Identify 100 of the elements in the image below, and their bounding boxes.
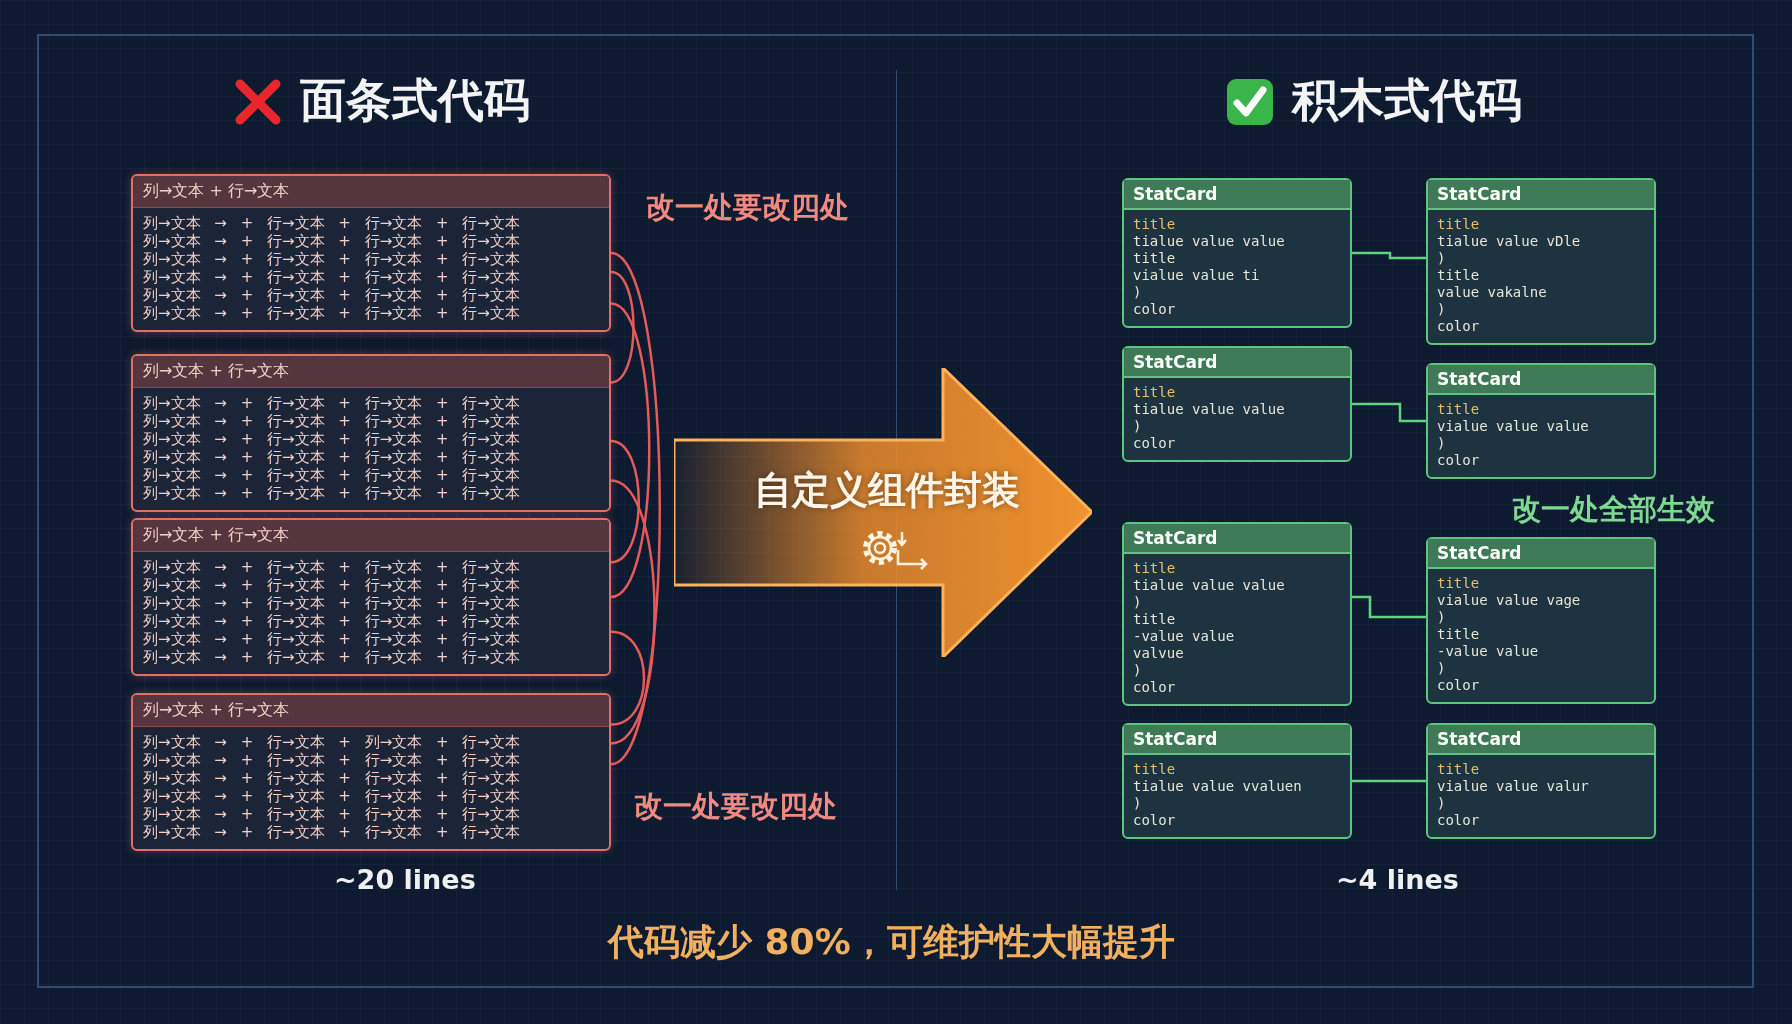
code-line: color	[1436, 452, 1481, 469]
code-line: 列→文本 → + 行→文本 + 行→文本 + 行→文本	[142, 484, 521, 502]
card-header: StatCard	[1124, 348, 1350, 378]
code-line: )	[1132, 662, 1143, 679]
code-line: vialue value valur	[1436, 778, 1590, 795]
code-block	[131, 174, 611, 332]
code-line: 列→文本 → + 行→文本 + 行→文本 + 行→文本	[142, 448, 521, 466]
component-card	[1426, 363, 1656, 479]
code-line: 列→文本 → + 行→文本 + 行→文本 + 行→文本	[142, 612, 521, 630]
code-line: 列→文本 → + 行→文本 + 行→文本 + 行→文本	[142, 304, 521, 322]
connector-line	[1352, 251, 1426, 260]
card-header: StatCard	[1124, 524, 1350, 554]
note-text: 改一处全部生效	[1512, 491, 1715, 528]
code-line: 列→文本 → + 行→文本 + 行→文本 + 行→文本	[142, 268, 521, 286]
component-card	[1122, 178, 1352, 328]
code-line: )	[1436, 660, 1447, 677]
code-line: color	[1132, 301, 1177, 318]
connector-line	[1352, 595, 1426, 619]
code-line: title	[1436, 216, 1481, 233]
code-line: -value value	[1132, 628, 1236, 645]
component-card	[1426, 723, 1656, 839]
card-header: StatCard	[1428, 180, 1654, 210]
code-line: )	[1436, 609, 1447, 626]
code-line: 列→文本 → + 行→文本 + 行→文本 + 行→文本	[142, 558, 521, 576]
code-line: )	[1436, 795, 1447, 812]
code-line: 列→文本 → + 行→文本 + 行→文本 + 行→文本	[142, 594, 521, 612]
code-block	[131, 518, 611, 676]
code-header: 列→文本 + 行→文本	[133, 695, 609, 727]
code-line: title	[1436, 267, 1481, 284]
code-line: 列→文本 → + 行→文本 + 行→文本 + 行→文本	[142, 648, 521, 666]
code-line: color	[1436, 812, 1481, 829]
code-line: color	[1132, 435, 1177, 452]
card-header: StatCard	[1124, 725, 1350, 755]
connector-line	[610, 251, 661, 766]
card-header: StatCard	[1428, 725, 1654, 755]
card-header: StatCard	[1124, 180, 1350, 210]
note-text: ~20 lines	[334, 864, 476, 895]
code-line: tialue value vvaluen	[1132, 778, 1303, 795]
code-line: 列→文本 → + 行→文本 + 行→文本 + 行→文本	[142, 576, 521, 594]
code-block	[131, 354, 611, 512]
code-line: value vakalne	[1436, 284, 1548, 301]
code-line: 列→文本 → + 行→文本 + 行→文本 + 行→文本	[142, 630, 521, 648]
code-line: 列→文本 → + 行→文本 + 行→文本 + 行→文本	[142, 250, 521, 268]
note-text: 代码减少 80%，可维护性大幅提升	[608, 920, 1175, 964]
section-heading: 面条式代码	[300, 72, 530, 129]
code-line: title	[1436, 761, 1481, 778]
code-line: 列→文本 → + 行→文本 + 行→文本 + 行→文本	[142, 214, 521, 232]
code-line: )	[1132, 284, 1143, 301]
code-line: title	[1132, 761, 1177, 778]
connector-line	[610, 479, 656, 745]
code-line: title	[1132, 216, 1177, 233]
code-line: vialue value vage	[1436, 592, 1582, 609]
code-line: 列→文本 → + 行→文本 + 行→文本 + 行→文本	[142, 769, 521, 787]
code-line: 列→文本 → + 行→文本 + 列→文本 + 行→文本	[142, 733, 521, 751]
code-line: 列→文本 → + 行→文本 + 行→文本 + 行→文本	[142, 787, 521, 805]
code-line: color	[1132, 812, 1177, 829]
code-line: 列→文本 → + 行→文本 + 行→文本 + 行→文本	[142, 466, 521, 484]
code-line: )	[1132, 795, 1143, 812]
code-line: color	[1132, 679, 1177, 696]
code-line: title	[1436, 575, 1481, 592]
code-header: 列→文本 + 行→文本	[133, 176, 609, 208]
connector-line	[610, 302, 651, 599]
code-line: )	[1436, 435, 1447, 452]
code-line: vialue value ti	[1132, 267, 1261, 284]
section-heading: 积木式代码	[1292, 72, 1522, 129]
code-block	[131, 693, 611, 851]
code-line: title	[1132, 384, 1177, 401]
component-card	[1122, 522, 1352, 706]
code-line: title	[1132, 611, 1177, 628]
code-line: 列→文本 → + 行→文本 + 行→文本 + 行→文本	[142, 412, 521, 430]
component-card	[1122, 723, 1352, 839]
code-line: )	[1436, 250, 1447, 267]
code-line: color	[1436, 677, 1481, 694]
card-header: StatCard	[1428, 539, 1654, 569]
arrow-label: 自定义组件封装	[754, 467, 1020, 514]
code-line: title	[1436, 626, 1481, 643]
code-line: tialue value value	[1132, 233, 1286, 250]
code-line: 列→文本 → + 行→文本 + 行→文本 + 行→文本	[142, 286, 521, 304]
note-text: 改一处要改四处	[646, 189, 849, 226]
code-line: vialue value value	[1436, 418, 1590, 435]
note-text: 改一处要改四处	[634, 788, 837, 825]
code-line: 列→文本 → + 行→文本 + 行→文本 + 行→文本	[142, 823, 521, 841]
code-line: 列→文本 → + 行→文本 + 行→文本 + 行→文本	[142, 232, 521, 250]
code-line: tialue value value	[1132, 577, 1286, 594]
code-line: tialue value vDle	[1436, 233, 1582, 250]
connector-line	[610, 439, 640, 564]
code-line: valvue	[1132, 645, 1185, 662]
component-card	[1426, 178, 1656, 345]
component-card	[1122, 346, 1352, 462]
code-line: -value value	[1436, 643, 1540, 660]
code-line: 列→文本 → + 行→文本 + 行→文本 + 行→文本	[142, 805, 521, 823]
card-header: StatCard	[1428, 365, 1654, 395]
code-line: title	[1132, 560, 1177, 577]
code-line: 列→文本 → + 行→文本 + 行→文本 + 行→文本	[142, 430, 521, 448]
connector-line	[610, 270, 635, 384]
note-text: ~4 lines	[1336, 864, 1459, 895]
code-header: 列→文本 + 行→文本	[133, 356, 609, 388]
code-line: )	[1436, 301, 1447, 318]
connector-line	[610, 630, 646, 726]
code-line: )	[1132, 418, 1143, 435]
